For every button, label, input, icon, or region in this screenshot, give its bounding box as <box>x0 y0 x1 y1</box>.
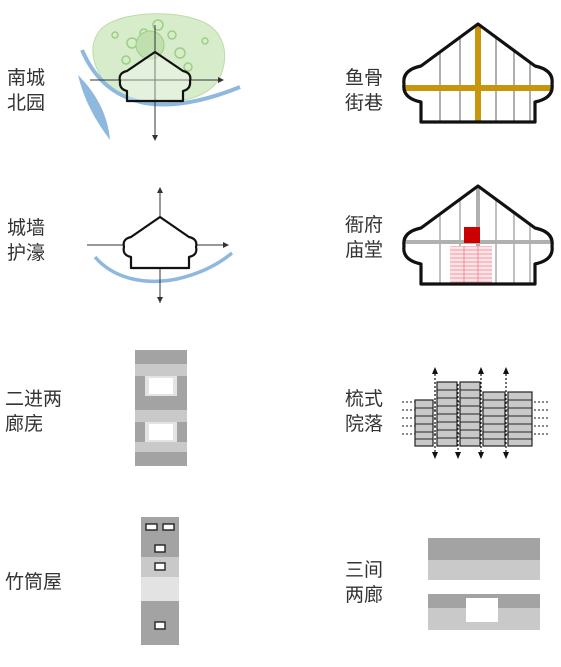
label-chengqiang-huhao: 城墙护濠 <box>7 217 46 264</box>
label-erjin-liangxiang: 二进两廊庑 <box>5 388 63 435</box>
comb-courtyard-layout-icon <box>402 367 548 459</box>
label-shushi-yuanluo: 梳式院落 <box>345 388 384 435</box>
two-courtyard-block-icon <box>135 350 187 466</box>
government-temple-plan-icon <box>402 184 554 286</box>
fishbone-street-plan-icon <box>402 22 554 124</box>
label-zhutongwu: 竹筒屋 <box>5 571 63 593</box>
city-garden-plan-icon <box>78 13 241 141</box>
label-nancheng-beiyuan: 南城北园 <box>7 67 46 114</box>
label-yafu-miaotang: 衙府庙堂 <box>345 214 384 261</box>
three-bay-two-corridor-icon <box>428 538 540 630</box>
label-yugu-jiexiang: 鱼骨街巷 <box>345 67 384 114</box>
label-sanjian-liangxiang: 三间两廊 <box>345 559 384 606</box>
bamboo-tube-house-icon <box>141 517 179 645</box>
city-wall-moat-plan-icon <box>87 187 234 303</box>
